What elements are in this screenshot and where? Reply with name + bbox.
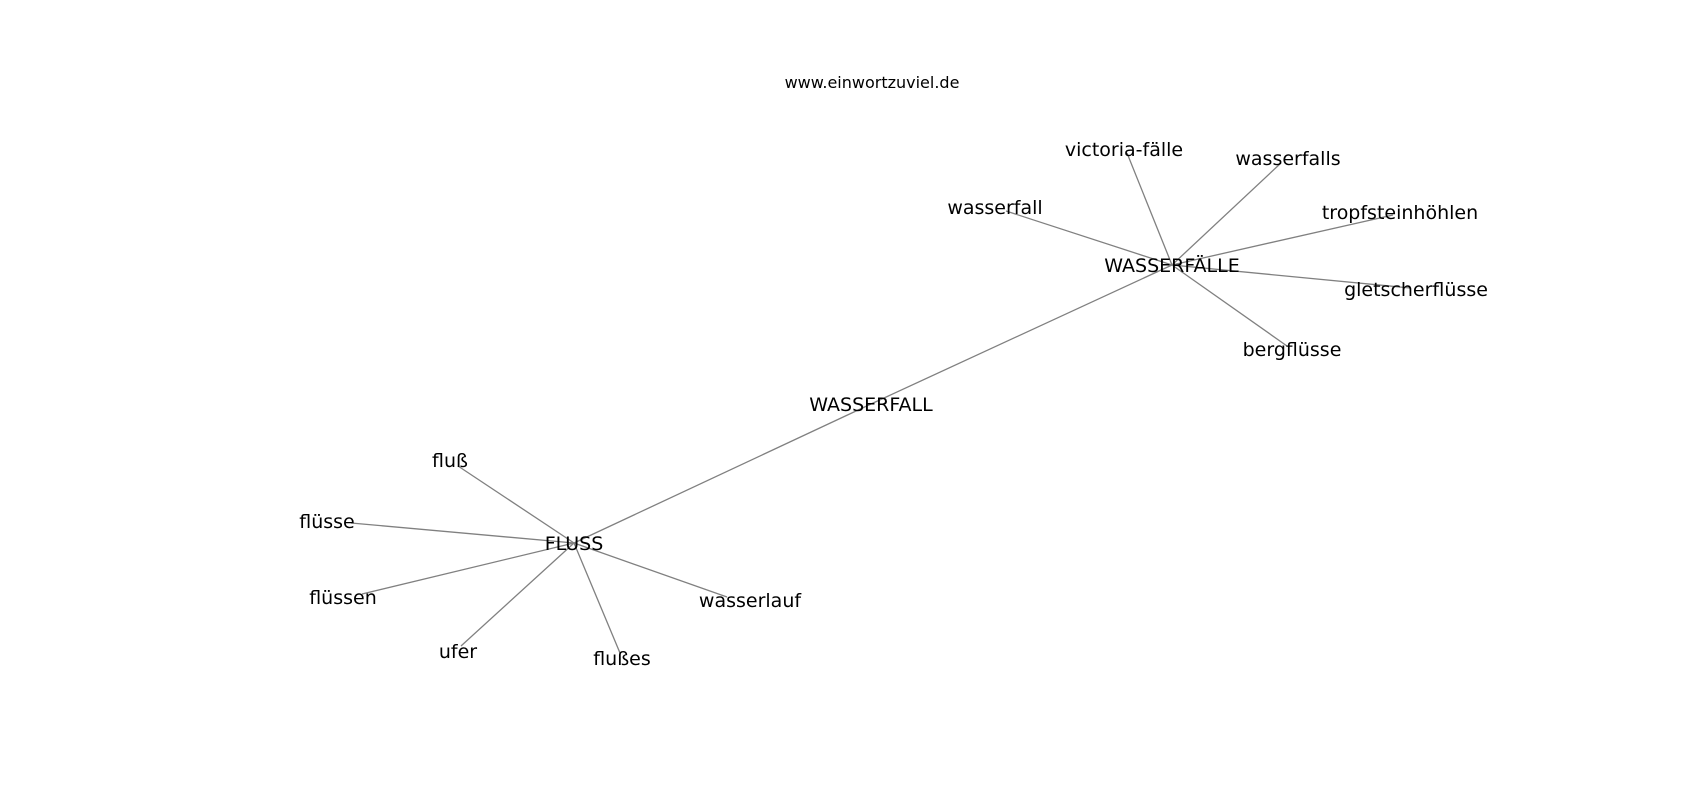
node-gletscher: gletscherflüsse bbox=[1344, 279, 1488, 301]
node-wasserfaelle: WASSERFÄLLE bbox=[1104, 254, 1239, 277]
node-wasserlauf: wasserlauf bbox=[699, 590, 802, 612]
edge-fluss-wasserlauf bbox=[573, 542, 728, 598]
edge-fluss-fluss_alt bbox=[457, 465, 575, 544]
edge-wasserfaelle-wasserfalls bbox=[1171, 162, 1282, 266]
edge-wasserfaelle-victoria bbox=[1126, 152, 1173, 266]
edge-fluss-fluessen bbox=[361, 542, 575, 595]
edge-fluss-ufer bbox=[460, 542, 575, 647]
graph-nodes: WASSERFALL FLUSS WASSERFÄLLE fluß flüsse flüs… bbox=[299, 139, 1488, 670]
edge-wasserfall_center-wasserfaelle bbox=[870, 264, 1173, 405]
site-url: www.einwortzuviel.de bbox=[785, 73, 960, 92]
node-tropfstein: tropfsteinhöhlen bbox=[1322, 202, 1478, 224]
node-fluesse: flüsse bbox=[299, 511, 355, 533]
edge-wasserfaelle-tropfstein bbox=[1171, 214, 1394, 266]
edge-fluss-wasserfall_center bbox=[573, 403, 872, 544]
node-fluss_alt: fluß bbox=[432, 450, 468, 472]
node-flusses: flußes bbox=[593, 648, 651, 670]
graph-edges bbox=[350, 152, 1411, 654]
node-fluss: FLUSS bbox=[545, 533, 604, 555]
node-victoria: victoria-fälle bbox=[1065, 139, 1183, 161]
node-wasserfalls: wasserfalls bbox=[1235, 148, 1340, 170]
edge-wasserfaelle-wasserfall bbox=[1005, 210, 1173, 266]
edge-fluss-flusses bbox=[573, 542, 621, 654]
edge-wasserfaelle-berg bbox=[1171, 264, 1288, 347]
node-berg: bergflüsse bbox=[1243, 339, 1342, 361]
node-wasserfall_center: WASSERFALL bbox=[809, 394, 933, 416]
edge-fluss-fluesse bbox=[350, 522, 575, 544]
node-wasserfall: wasserfall bbox=[947, 197, 1042, 219]
node-ufer: ufer bbox=[439, 641, 477, 663]
edge-wasserfaelle-gletscher bbox=[1171, 264, 1411, 289]
node-fluessen: flüssen bbox=[309, 587, 377, 609]
